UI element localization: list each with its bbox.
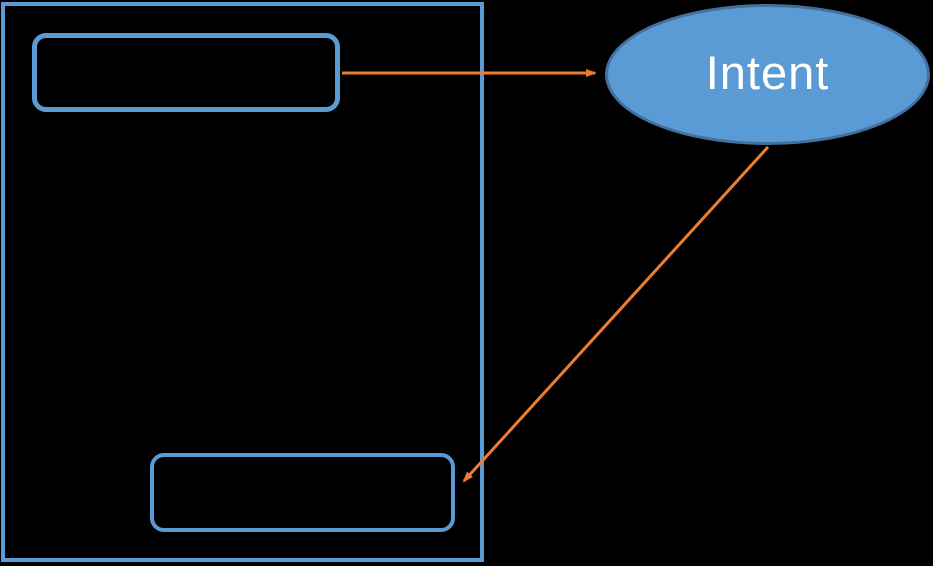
bottom-rounded-box	[150, 453, 455, 532]
intent-ellipse: Intent	[605, 4, 930, 145]
top-rounded-box	[32, 33, 340, 112]
intent-ellipse-label: Intent	[705, 46, 830, 99]
arrow-intent-to-bottombox	[462, 145, 770, 483]
